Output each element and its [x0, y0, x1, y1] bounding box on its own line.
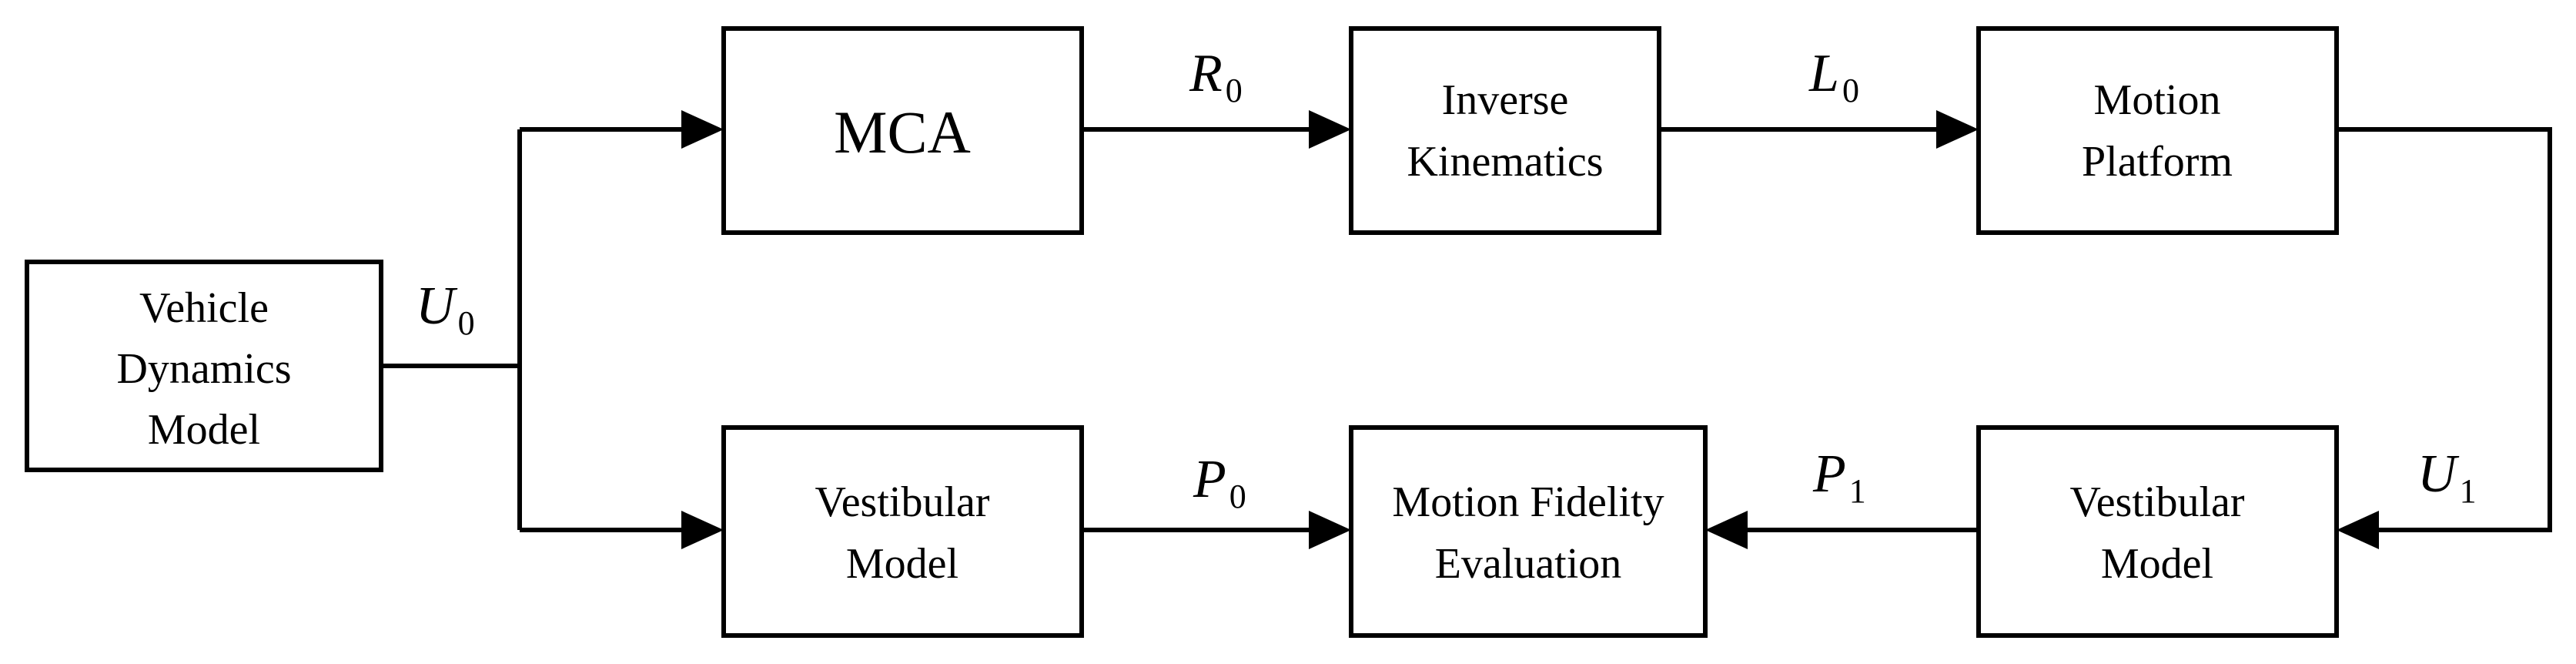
signal-p0-label: P0	[1193, 450, 1246, 515]
arrow-to-motion-platform	[1936, 110, 1979, 149]
vestibular-right-label-line1: Vestibular	[2069, 478, 2244, 526]
vehicle-dynamics-label-line1: Vehicle	[139, 284, 269, 332]
vestibular-right-label-line2: Model	[2101, 540, 2213, 588]
motion-fidelity-label-line2: Evaluation	[1435, 540, 1622, 588]
inverse-kinematics-label-line1: Inverse	[1442, 76, 1569, 124]
vestibular-model-left-block: Vestibular Model	[721, 425, 1084, 638]
motion-fidelity-label-line1: Motion Fidelity	[1392, 478, 1664, 526]
motion-fidelity-evaluation-block: Motion Fidelity Evaluation	[1349, 425, 1708, 638]
motion-platform-label-line1: Motion	[2094, 76, 2221, 124]
vestibular-model-right-block: Vestibular Model	[1976, 425, 2339, 638]
connector-r0	[1082, 110, 1351, 149]
arrow-p1-to-evaluation	[1705, 511, 1748, 549]
vehicle-dynamics-label-line3: Model	[148, 406, 260, 454]
arrow-p0-to-evaluation	[1309, 511, 1351, 549]
arrow-to-vestibular-left	[681, 511, 724, 549]
arrow-to-vestibular-right	[2337, 511, 2379, 549]
arrow-to-inverse-kinematics	[1309, 110, 1351, 149]
motion-platform-block: Motion Platform	[1976, 26, 2339, 235]
signal-l0-label: L0	[1808, 44, 1859, 109]
mca-block: MCA	[721, 26, 1084, 235]
motion-platform-label-line2: Platform	[2082, 138, 2233, 186]
arrow-to-mca	[681, 110, 724, 149]
connector-u0-split	[381, 110, 724, 549]
vehicle-dynamics-label-line2: Dynamics	[116, 345, 291, 393]
vestibular-left-label-line1: Vestibular	[815, 478, 989, 526]
connector-p1	[1705, 511, 1979, 549]
signal-u1-label: U1	[2417, 444, 2477, 510]
vestibular-left-label-line2: Model	[846, 540, 958, 588]
connector-l0	[1659, 110, 1979, 149]
signal-p1-label: P1	[1812, 444, 1866, 510]
connector-p0	[1082, 511, 1351, 549]
inverse-kinematics-block: Inverse Kinematics	[1349, 26, 1661, 235]
signal-r0-label: R0	[1189, 44, 1243, 109]
inverse-kinematics-label-line2: Kinematics	[1407, 138, 1603, 186]
vehicle-dynamics-model-block: Vehicle Dynamics Model	[25, 260, 383, 472]
connector-u1-feedback	[2337, 127, 2552, 549]
mca-label: MCA	[834, 99, 971, 166]
signal-u0-label: U0	[416, 277, 475, 342]
